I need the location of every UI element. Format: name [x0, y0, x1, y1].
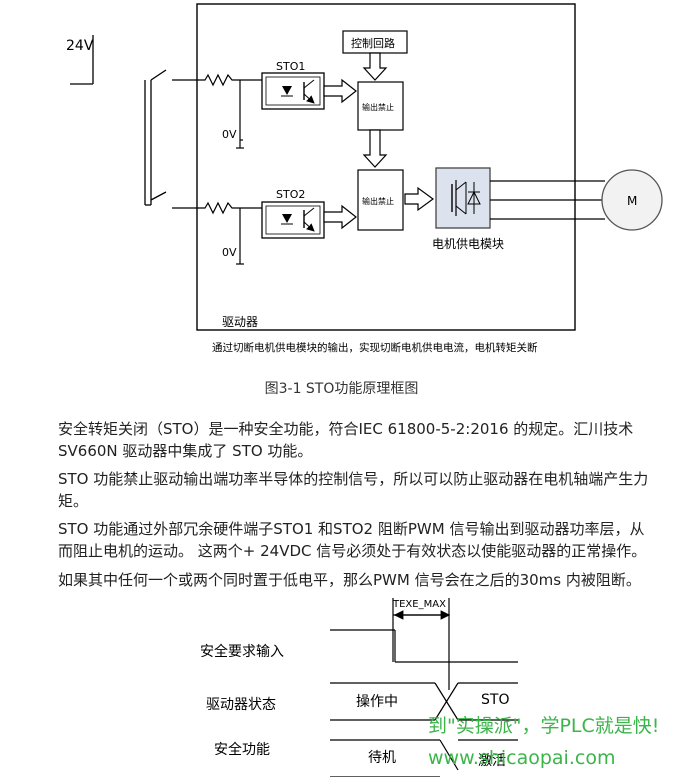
- arrow-opto1-to-inhibit1: [323, 78, 357, 104]
- state-running: 操作中: [356, 694, 398, 710]
- resistor-2: [200, 201, 240, 215]
- arrow-control-to-inhibit1: [362, 52, 388, 81]
- output-inhibit-label-1: 输出禁止: [362, 102, 394, 112]
- row-safety-request: 安全要求输入: [200, 643, 284, 660]
- power-module-label: 电机供电模块: [432, 237, 504, 251]
- ground-2: [236, 256, 244, 265]
- paragraph-1: 安全转矩关闭（STO）是一种安全功能，符合IEC 61800-5-2:2016 …: [58, 420, 634, 460]
- watermark-line-2: www.shicaopai.com: [428, 747, 616, 769]
- paragraph-2: STO 功能禁止驱动输出端功率半导体的控制信号，所以可以防止驱动器在电机轴端产生…: [58, 470, 649, 510]
- sto1-label: STO1: [276, 60, 305, 73]
- supply-24v: [70, 35, 94, 85]
- optocoupler-sto1: [261, 72, 325, 110]
- zero-v-2: 0V: [222, 246, 237, 259]
- motor-label: M: [627, 194, 637, 208]
- control-circuit-label: 控制回路: [351, 36, 395, 50]
- drive-label: 驱动器: [222, 315, 258, 329]
- supply-label: 24V: [66, 38, 94, 54]
- motor-lines: [490, 180, 605, 220]
- watermark-line-1: 到"实操派"，学PLC就是快!: [428, 715, 660, 737]
- arrow-opto2-to-inhibit2: [323, 204, 357, 230]
- safety-switch-lines: [144, 69, 200, 209]
- arrow-inhibit2-to-module: [404, 186, 435, 212]
- power-module: [435, 167, 491, 229]
- motor-circle: [601, 169, 663, 231]
- state-standby: 待机: [368, 750, 396, 766]
- state-sto: STO: [481, 692, 509, 708]
- figure-caption: 图3-1 STO功能原理框图: [264, 381, 419, 397]
- paragraph-4: 如果其中任何一个或两个同时置于低电平，那么PWM 信号会在之后的30ms 内被阻…: [58, 571, 641, 589]
- output-inhibit-box-2: [357, 169, 404, 231]
- diagram-note: 通过切断电机供电模块的输出，实现切断电机供电电流，电机转矩关断: [212, 341, 538, 354]
- paragraph-3: STO 功能通过外部冗余硬件端子STO1 和STO2 阻断PWM 信号输出到驱动…: [58, 520, 647, 560]
- delay-label: TEXE_MAX: [392, 599, 446, 610]
- drive-enclosure: [196, 3, 576, 331]
- zero-v-1: 0V: [222, 128, 237, 141]
- arrow-inhibit1-to-inhibit2: [362, 129, 388, 168]
- sto2-label: STO2: [276, 188, 305, 201]
- output-inhibit-box-1: [357, 81, 404, 131]
- timing-diagram: [330, 598, 518, 777]
- row-drive-state: 驱动器状态: [206, 697, 276, 713]
- state-active: 激活: [478, 752, 506, 769]
- row-safety-function: 安全功能: [214, 741, 270, 758]
- ground-1: [236, 140, 244, 149]
- optocoupler-sto2: [261, 201, 325, 239]
- output-inhibit-label-2: 输出禁止: [362, 196, 394, 206]
- resistor-1: [200, 73, 240, 87]
